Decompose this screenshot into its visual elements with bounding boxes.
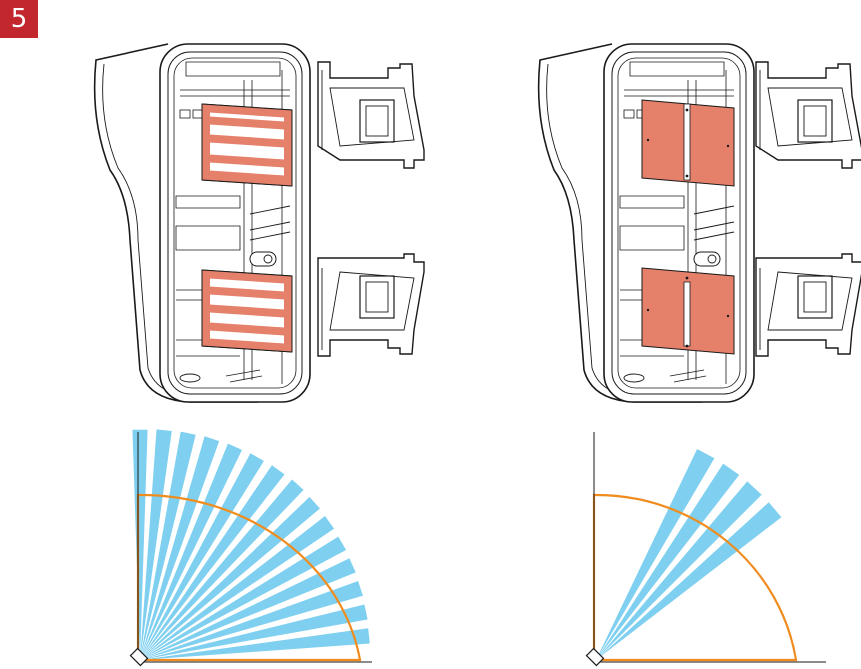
beam-wide: [140, 536, 347, 660]
beam-wide: [140, 431, 196, 660]
beam-wide: [140, 496, 320, 660]
detector-icon-right: [585, 647, 605, 667]
mask-striped-bottom: [201, 269, 293, 353]
beam-narrow: [596, 502, 782, 660]
mask-solid-bottom: [641, 267, 735, 355]
beam-wide: [140, 436, 220, 660]
beam-wide: [140, 581, 363, 660]
beam-wide: [140, 453, 264, 660]
beam-wide: [140, 465, 285, 660]
mask-solid-top: [641, 99, 735, 187]
beams-wide: [132, 429, 370, 660]
beam-wide: [140, 479, 304, 660]
beam-narrow: [596, 463, 740, 660]
step-number-badge: 5: [0, 0, 38, 38]
beam-wide: [140, 558, 356, 660]
beam-wide: [140, 604, 368, 660]
beam-wide: [140, 628, 370, 660]
beam-wide: [140, 516, 335, 660]
mask-striped-top: [201, 103, 293, 187]
beam-wide: [132, 429, 148, 660]
range-arc-narrow: [592, 493, 798, 662]
beams-narrow: [596, 449, 782, 660]
beam-wide: [140, 443, 242, 660]
lens-cover-right-bottom: [755, 253, 861, 357]
beam-narrow: [596, 449, 715, 660]
detector-icon-left: [129, 647, 149, 667]
range-arc-wide: [136, 493, 362, 662]
coverage-narrow-diagram: [585, 432, 826, 667]
beam-narrow: [596, 481, 762, 660]
coverage-wide-diagram: [129, 429, 372, 667]
lens-cover-right-top: [755, 61, 861, 169]
lens-cover-left-top: [317, 61, 425, 169]
lens-cover-left-bottom: [317, 253, 425, 357]
beam-wide: [140, 429, 172, 660]
